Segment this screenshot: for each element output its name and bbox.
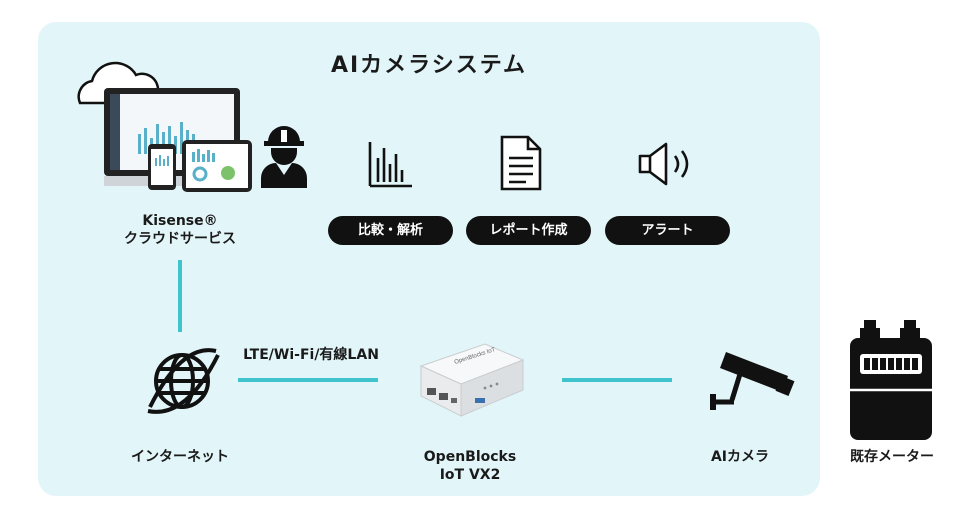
pill-report-creation: レポート作成 xyxy=(466,216,591,245)
bar-chart-icon xyxy=(368,142,412,188)
gateway-label: OpenBlocks IoT VX2 xyxy=(395,448,545,484)
gateway-name: OpenBlocks xyxy=(423,449,517,465)
document-icon xyxy=(500,135,542,191)
worker-icon xyxy=(261,126,307,188)
link-label: LTE/Wi-Fi/有線LAN xyxy=(243,347,379,363)
cloud-service-subtitle: クラウドサービス xyxy=(124,231,236,247)
connector-internet-gateway xyxy=(238,378,378,382)
cloud-service-name: Kisense® xyxy=(142,213,218,229)
connector-gateway-camera xyxy=(562,378,672,382)
pill-compare-analyze: 比較・解析 xyxy=(328,216,453,245)
globe-icon xyxy=(147,348,220,414)
cloud-service-label: Kisense® クラウドサービス xyxy=(105,212,255,248)
speaker-icon xyxy=(638,142,689,186)
pill-alert: アラート xyxy=(605,216,730,245)
meter-label: 既存メーター xyxy=(850,449,934,465)
cloud-devices-icon xyxy=(77,61,252,192)
internet-label: インターネット xyxy=(131,449,229,465)
security-camera-icon xyxy=(710,352,795,410)
gateway-model: IoT VX2 xyxy=(439,467,501,483)
gateway-device-image: OpenBlocks IoT xyxy=(419,343,525,417)
system-title: AIカメラシステム xyxy=(330,53,528,78)
camera-label: AIカメラ xyxy=(710,449,770,465)
gas-meter-icon xyxy=(850,320,932,440)
connector-cloud-internet xyxy=(178,260,182,332)
